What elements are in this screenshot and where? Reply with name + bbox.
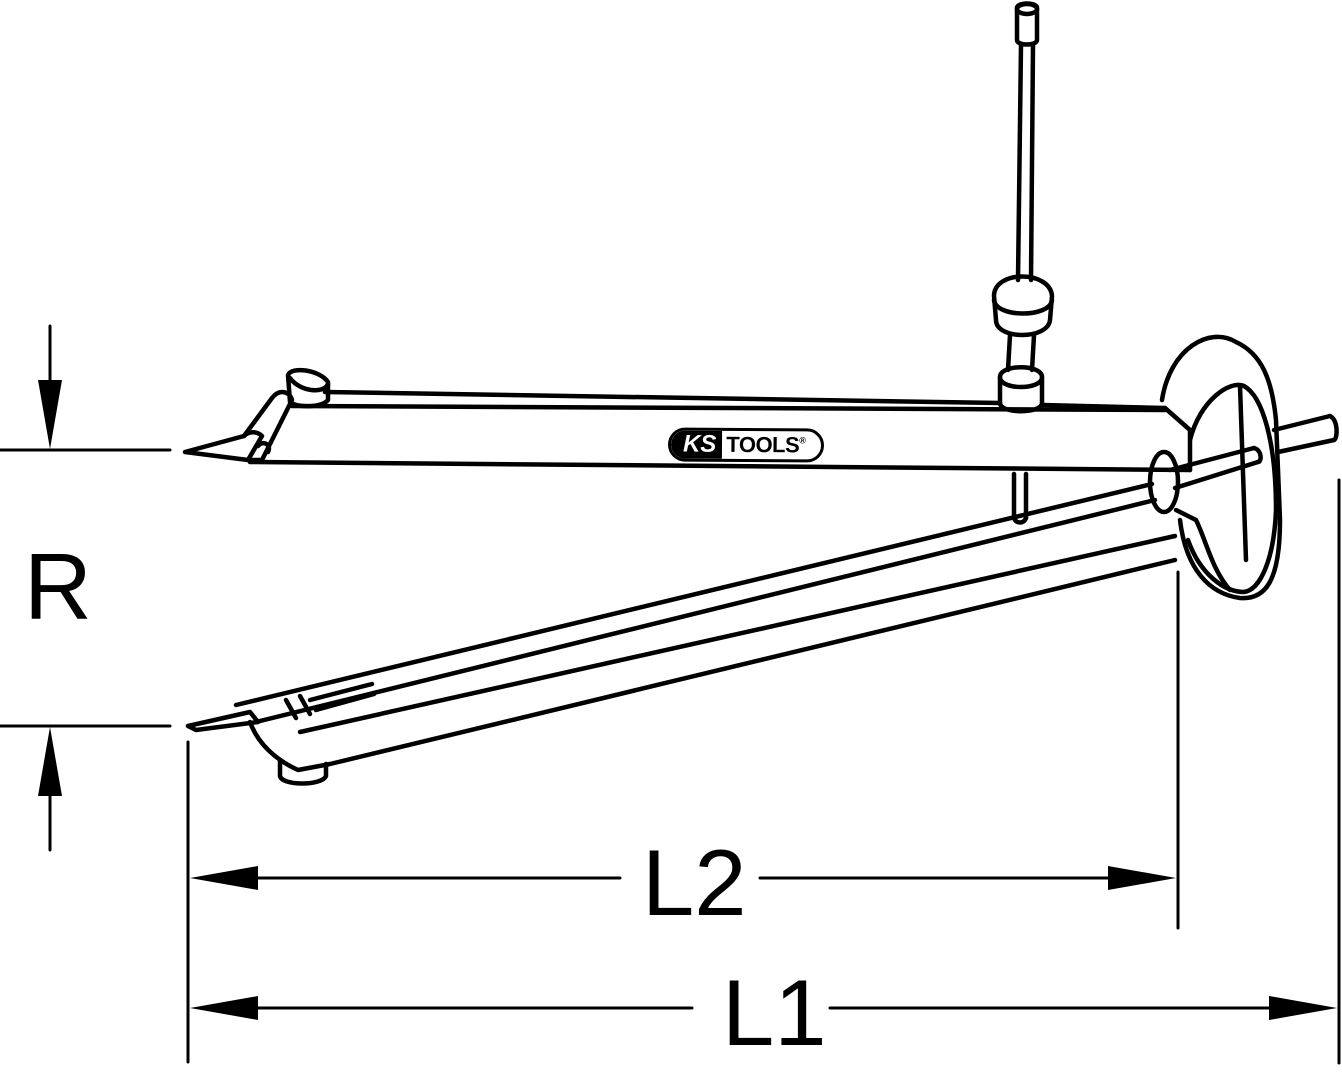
l1-arrow-left-icon bbox=[190, 996, 258, 1020]
radius-dimension bbox=[0, 324, 172, 852]
arrow-down-icon bbox=[38, 380, 62, 449]
ks-tools-logo: KS TOOLS ® bbox=[667, 427, 825, 463]
dimension-label-l2: L2 bbox=[642, 830, 747, 935]
registered-mark: ® bbox=[799, 435, 806, 446]
logo-tools-text: TOOLS ® bbox=[722, 431, 805, 460]
logo-tools-word: TOOLS bbox=[726, 431, 800, 458]
l2-arrow-left-icon bbox=[190, 866, 258, 890]
length-dimensions bbox=[186, 478, 1341, 1065]
l1-arrow-right-icon bbox=[1269, 996, 1337, 1020]
arrow-up-icon bbox=[38, 727, 62, 796]
pivot-wheel bbox=[1147, 334, 1339, 601]
l2-arrow-right-icon bbox=[1108, 866, 1176, 890]
upper-arm bbox=[182, 367, 1193, 473]
top-handle-rod bbox=[991, 1, 1055, 414]
logo-ks-text: KS bbox=[670, 430, 723, 459]
lower-arm bbox=[185, 481, 1178, 786]
dimension-label-r: R bbox=[24, 534, 92, 639]
dimension-label-l1: L1 bbox=[722, 960, 827, 1065]
